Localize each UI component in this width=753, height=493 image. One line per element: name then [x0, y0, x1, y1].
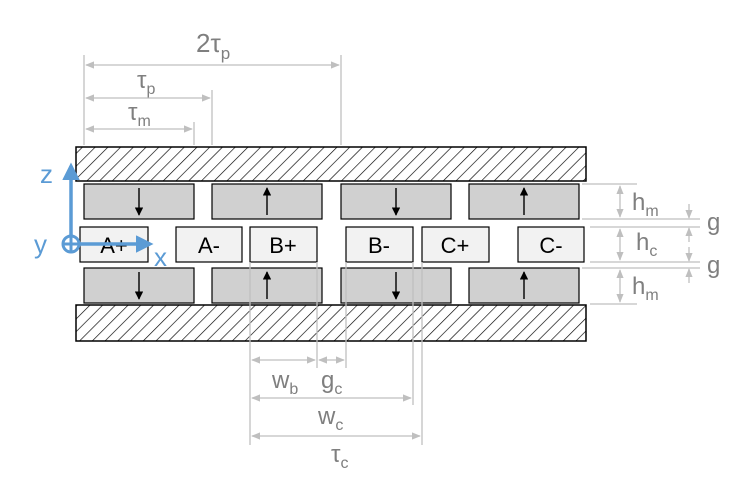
coil-label-b-plus: B+ [269, 233, 297, 258]
coil-box-b-plus [249, 226, 318, 263]
coil-label-c-minus: C- [539, 233, 562, 258]
label-tau-p: τp [137, 67, 155, 98]
y-axis-label: y [34, 229, 47, 259]
coil-box-c-plus [421, 226, 490, 263]
coil-box-c-minus [517, 226, 585, 263]
label-h-m-bottom: hm [632, 273, 659, 304]
label-g-bottom: g [707, 252, 720, 279]
z-axis-label: z [40, 159, 53, 189]
right-dimensions [582, 183, 700, 305]
coil-label-b-minus: B- [368, 233, 390, 258]
label-2tau-p: 2τp [196, 28, 230, 63]
label-g-c: gc [321, 367, 342, 398]
bottom-dimensions [249, 262, 423, 445]
bottom-back-iron [75, 304, 587, 342]
label-w-b: wb [271, 367, 298, 398]
coordinate-axes: z y x [34, 159, 167, 272]
top-back-iron [75, 146, 587, 182]
coil-label-a-minus: A- [198, 233, 220, 258]
label-h-c: hc [636, 229, 657, 260]
label-g-top: g [707, 209, 720, 236]
label-tau-m: τm [128, 99, 151, 130]
label-w-c: wc [317, 403, 343, 434]
top-dimensions [83, 55, 342, 145]
label-h-m-top: hm [632, 189, 659, 220]
coil-box-a-minus [175, 226, 243, 263]
label-tau-c: τc [331, 441, 348, 472]
x-axis-label: x [154, 242, 167, 272]
top-magnets [83, 183, 580, 220]
coil-box-b-minus [345, 226, 414, 263]
coil-label-c-plus: C+ [441, 233, 470, 258]
bottom-magnets [83, 267, 580, 304]
